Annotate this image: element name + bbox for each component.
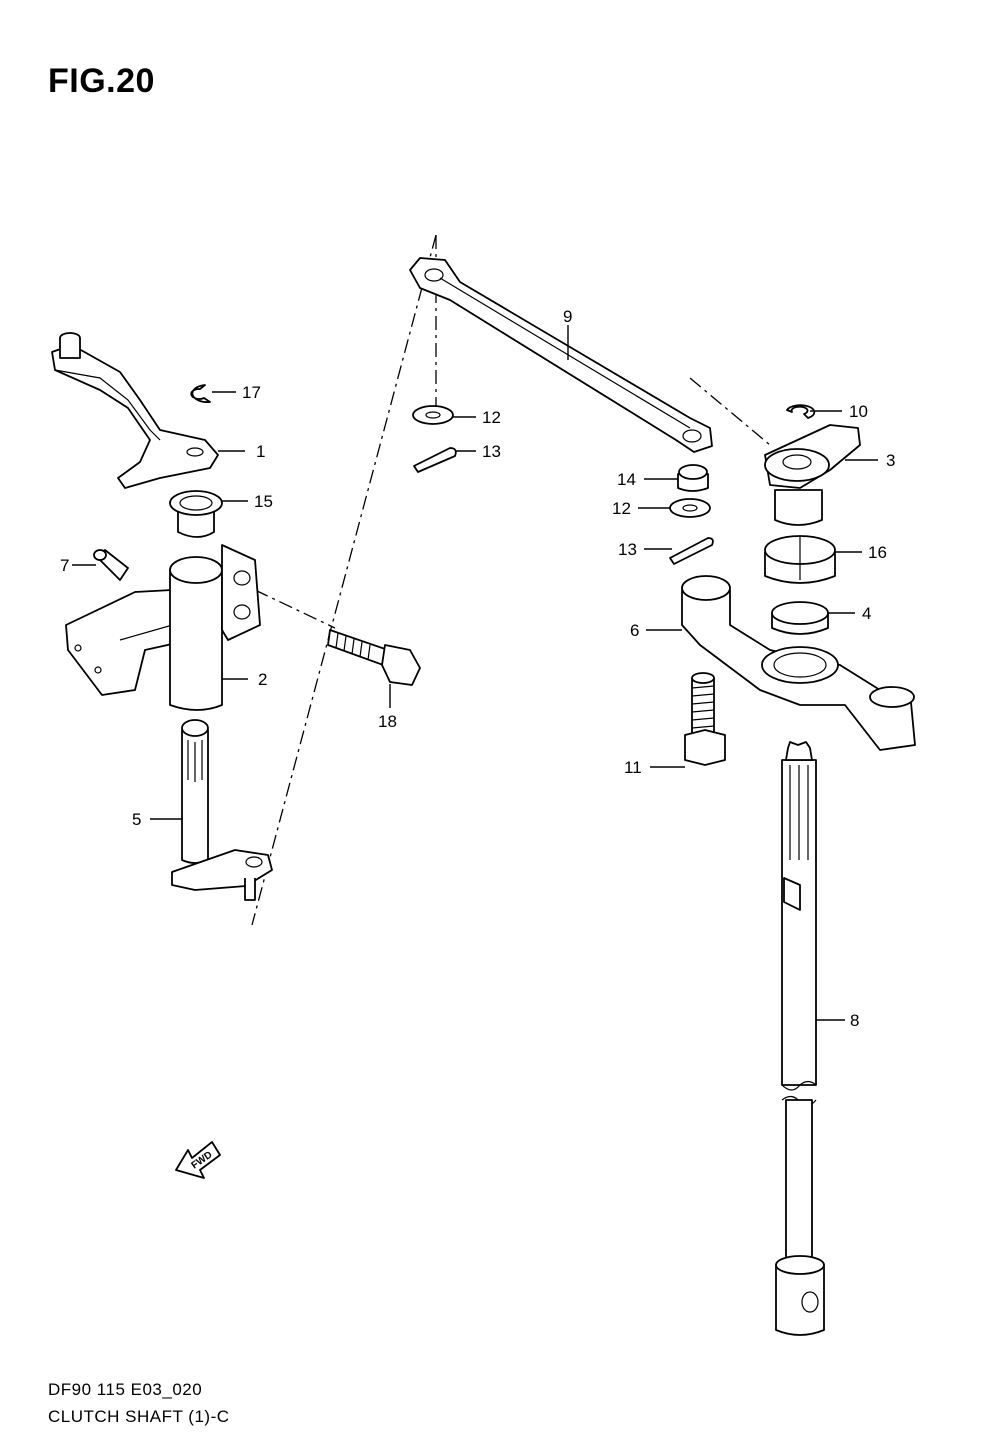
part-12-washer-right — [669, 498, 711, 518]
part-14-bushing — [677, 464, 709, 492]
callout-18-label: 18 — [378, 712, 397, 731]
callout-10: 10 — [810, 402, 868, 421]
callout-12-left-label: 12 — [482, 408, 501, 427]
callout-9: 9 — [563, 307, 572, 360]
callout-9-label: 9 — [563, 307, 572, 326]
part-15-bushing — [169, 490, 223, 538]
callout-12-left: 12 — [453, 408, 501, 427]
part-9-link-rod — [409, 257, 713, 453]
callout-3-label: 3 — [886, 451, 895, 470]
callout-10-label: 10 — [849, 402, 868, 421]
part-5-lower-shaft — [171, 719, 273, 901]
callout-6: 6 — [630, 621, 682, 640]
callout-14: 14 — [617, 470, 678, 489]
section-name: CLUTCH SHAFT (1)-C — [48, 1407, 230, 1426]
callout-16: 16 — [835, 543, 887, 562]
part-10-clip — [786, 404, 816, 419]
part-12-washer-left — [412, 405, 454, 425]
part-7-grease-nipple — [93, 549, 129, 581]
callout-15: 15 — [222, 492, 273, 511]
callout-2: 2 — [222, 670, 267, 689]
part-2-shaft-holder — [65, 544, 261, 711]
callout-5-label: 5 — [132, 810, 141, 829]
part-6-lever-bracket — [681, 575, 916, 751]
callout-12-right: 12 — [612, 499, 670, 518]
callout-7: 7 — [60, 556, 96, 575]
alignment-line-bolt — [254, 589, 336, 629]
callout-12-right-label: 12 — [612, 499, 631, 518]
callout-1-label: 1 — [256, 442, 265, 461]
callout-13-right-label: 13 — [618, 540, 637, 559]
callout-8-label: 8 — [850, 1011, 859, 1030]
part-17-e-clip — [190, 384, 211, 404]
part-4-ring — [771, 601, 829, 635]
callout-13-left-label: 13 — [482, 442, 501, 461]
callout-7-label: 7 — [60, 556, 69, 575]
callout-18: 18 — [378, 684, 397, 731]
callout-11: 11 — [624, 758, 685, 777]
callout-13-right: 13 — [618, 540, 672, 559]
part-1-clutch-lever — [51, 332, 219, 489]
callout-4: 4 — [828, 604, 871, 623]
callout-5: 5 — [132, 810, 182, 829]
part-13-cotter-pin-right — [669, 537, 714, 565]
model-code: DF90 115 E03_020 — [48, 1380, 203, 1399]
callout-17: 17 — [212, 383, 261, 402]
part-3-lever-cap — [764, 424, 861, 526]
callout-16-label: 16 — [868, 543, 887, 562]
callout-15-label: 15 — [254, 492, 273, 511]
callout-8: 8 — [816, 1011, 859, 1030]
part-11-bolt — [684, 672, 726, 766]
alignment-line-right — [689, 377, 771, 446]
callout-2-label: 2 — [258, 670, 267, 689]
part-13-cotter-pin-left — [413, 447, 457, 473]
part-16-collar — [764, 535, 836, 584]
callout-11-label: 11 — [624, 758, 642, 777]
alignment-line-diagonal — [251, 234, 437, 926]
callout-13-left: 13 — [455, 442, 501, 461]
callout-4-label: 4 — [862, 604, 871, 623]
callout-1: 1 — [218, 442, 265, 461]
fwd-direction-arrow: FWD — [175, 1141, 221, 1179]
callout-14-label: 14 — [617, 470, 636, 489]
callout-6-label: 6 — [630, 621, 639, 640]
callout-17-label: 17 — [242, 383, 261, 402]
figure-title: FIG.20 — [48, 62, 155, 100]
part-18-bolt — [327, 629, 421, 686]
callout-3: 3 — [845, 451, 895, 470]
part-8-long-shaft — [775, 741, 825, 1336]
